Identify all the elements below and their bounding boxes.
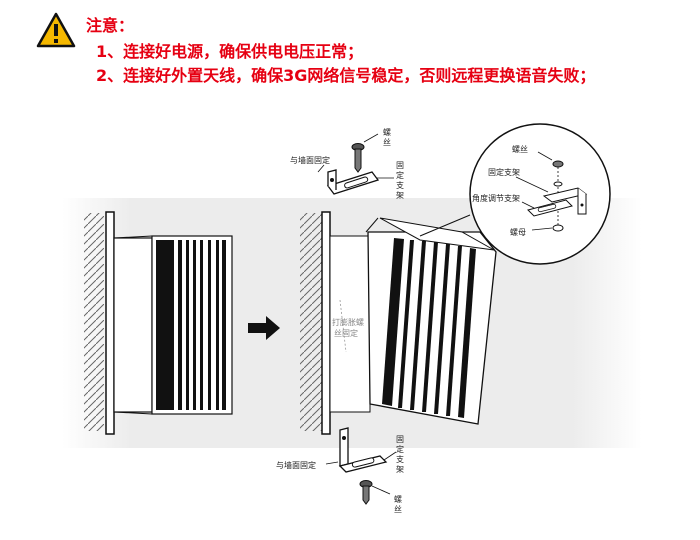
label-screw-top-1: 螺 <box>383 127 391 137</box>
detail-nut-icon <box>552 224 564 232</box>
speaker-angled-view <box>300 211 497 435</box>
label-bracket-top-3: 支 <box>396 180 404 190</box>
label-screw-bottom-1: 螺 <box>394 494 402 504</box>
wall-plate-right <box>321 211 331 435</box>
detail-parts <box>515 151 588 232</box>
bottom-bracket-assembly <box>325 427 397 505</box>
label-side-note-1: 打膨胀螺 <box>332 317 364 327</box>
bottom-bracket <box>339 427 349 467</box>
speaker-body-left <box>113 237 153 413</box>
top-bracket-assembly <box>317 133 394 195</box>
detail-callout <box>469 123 611 265</box>
speaker-front-view <box>84 211 233 435</box>
wall-hatch-right <box>300 213 322 431</box>
label-wall-fix-bottom: 与墙面固定 <box>276 460 316 470</box>
label-detail-screw: 螺丝 <box>512 144 528 154</box>
detail-screw-icon <box>552 160 564 168</box>
label-screw-top-2: 丝 <box>383 137 391 147</box>
label-screw-bottom-2: 丝 <box>394 504 402 514</box>
screw-shank-bottom <box>362 485 370 505</box>
label-bracket-top-1: 固 <box>396 161 404 170</box>
notice-line-2: 2、连接好外置天线，确保3G网络信号稳定，否则远程更换语音失败； <box>96 66 596 85</box>
warning-icon <box>36 12 76 48</box>
notice-panel: 注意： 1、连接好电源，确保供电电压正常； 2、连接好外置天线，确保3G网络信号… <box>0 0 700 100</box>
label-bracket-top-2: 定 <box>396 170 404 180</box>
screw-shank-top <box>354 148 362 173</box>
label-detail-bracket: 固定支架 <box>488 167 520 177</box>
notice-line-1: 1、连接好电源，确保供电电压正常； <box>96 42 364 61</box>
installation-diagram: 与墙面固定 螺 丝 固 定 支 架 打膨胀螺 丝固定 <box>62 123 642 514</box>
notice-title: 注意： <box>86 16 135 35</box>
wall-hatch-left <box>84 213 104 431</box>
label-bracket-bottom-2: 定 <box>396 444 404 454</box>
label-bracket-top-4: 架 <box>396 191 404 200</box>
wall-plate-left <box>105 211 115 435</box>
label-bracket-bottom-1: 固 <box>396 435 404 444</box>
label-detail-nut: 螺母 <box>510 227 526 237</box>
label-bracket-bottom-4: 架 <box>396 465 404 474</box>
label-detail-angle: 角度调节支架 <box>472 193 520 203</box>
arrow-icon <box>248 316 280 340</box>
label-side-note-2: 丝固定 <box>334 328 358 338</box>
label-wall-fix-top: 与墙面固定 <box>290 155 330 165</box>
label-bracket-bottom-3: 支 <box>396 454 404 464</box>
